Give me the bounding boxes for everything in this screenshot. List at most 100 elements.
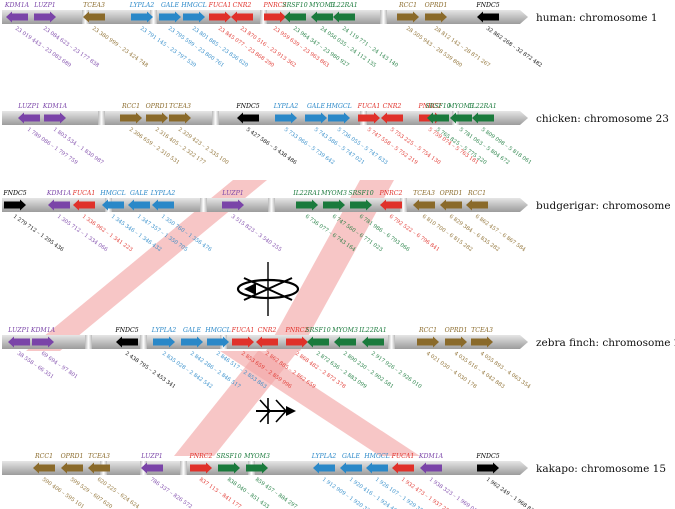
gene-label: GALE (183, 327, 202, 334)
gene-arrow (88, 462, 110, 474)
segment-break (388, 335, 395, 349)
gene-label: TCEA3 (88, 453, 110, 460)
segment-break (200, 198, 207, 212)
gene-label: LYPLA2 (273, 103, 299, 110)
gene-label: FUCA1 (208, 2, 232, 9)
gene-label: HMGCL (363, 453, 390, 460)
segment-break (180, 461, 187, 475)
gene-arrow (183, 11, 205, 23)
gene-label: KDM1A (418, 453, 444, 460)
segment-break (400, 198, 407, 212)
gene-coordinates: 1 789 086 – 1 797 759 (26, 127, 79, 167)
rotation-arrow-icon (236, 262, 300, 316)
gene-label: MYOM3 (320, 190, 347, 197)
segment-break (98, 111, 105, 125)
gene-arrow (362, 336, 384, 348)
gene-arrow (181, 336, 203, 348)
gene-label: LUZP1 (33, 2, 55, 9)
gene-label: PNRC2 (189, 453, 213, 460)
gene-label: HMGCL (99, 190, 126, 197)
gene-label: TCEA3 (83, 2, 105, 9)
gene-label: IL22RA1 (358, 327, 387, 334)
chromosome-bar (2, 111, 528, 125)
gene-arrow (146, 112, 168, 124)
gene-coordinates: 32 862 268 – 32 872 482 (485, 26, 543, 69)
gene-arrow (33, 462, 55, 474)
gene-arrow (427, 112, 449, 124)
gene-arrow (231, 11, 253, 23)
gene-label: LUZP1 (17, 103, 39, 110)
gene-label: CNR2 (233, 2, 252, 9)
gene-arrow (141, 462, 163, 474)
gene-arrow (8, 336, 30, 348)
gene-label: LUZP1 (7, 327, 29, 334)
gene-label: OPRD1 (146, 103, 169, 110)
gene-arrow (313, 462, 335, 474)
inversion-arrow-icon (256, 398, 296, 424)
gene-arrow (397, 11, 419, 23)
gene-arrow (222, 199, 244, 211)
gene-coordinates: 6 781 986 – 6 793 066 (358, 214, 411, 254)
gene-arrow (307, 336, 329, 348)
link-band-1 (26, 180, 267, 351)
gene-label: KDM1A (30, 327, 56, 334)
gene-arrow (232, 336, 254, 348)
gene-arrow (159, 11, 181, 23)
segment-break (85, 335, 92, 349)
gene-arrow (237, 112, 259, 124)
gene-arrow (246, 462, 268, 474)
gene-label: CNR2 (258, 327, 277, 334)
gene-label: FUCA1 (231, 327, 255, 334)
rearrangement-links (26, 180, 420, 456)
gene-label: KDM1A (46, 190, 72, 197)
segment-break (212, 111, 219, 125)
gene-arrow (450, 112, 472, 124)
gene-label: IL22RA1 (468, 103, 497, 110)
gene-arrow (169, 112, 191, 124)
gene-arrow (34, 11, 56, 23)
gene-coordinates: 1 279 712 – 1 295 436 (12, 214, 65, 254)
gene-label: PNRC2 (285, 327, 309, 334)
gene-arrow (392, 462, 414, 474)
gene-label: RCC1 (34, 453, 53, 460)
gene-label: MYOM3 (243, 453, 270, 460)
gene-label: PNRC2 (263, 2, 287, 9)
gene-arrow (256, 336, 278, 348)
gene-arrow (44, 112, 66, 124)
gene-label: RCC1 (121, 103, 140, 110)
gene-arrow (4, 199, 26, 211)
segment-break (150, 10, 157, 24)
gene-arrow (264, 11, 286, 23)
gene-coordinates: 786 337 – 826 572 (149, 477, 193, 509)
gene-label: RCC1 (418, 327, 437, 334)
species-label: human: chromosome 1 (536, 12, 658, 24)
gene-label: PNRC2 (418, 103, 442, 110)
gene-label: FUCA1 (72, 190, 96, 197)
gene-arrow (366, 462, 388, 474)
gene-arrow (73, 199, 95, 211)
gene-arrow (333, 11, 355, 23)
gene-arrow (358, 112, 380, 124)
gene-arrow (152, 199, 174, 211)
gene-arrow (311, 11, 333, 23)
gene-arrow (131, 11, 153, 23)
gene-label: OPRD1 (445, 327, 468, 334)
link-band-2 (266, 180, 394, 351)
gene-coordinates: 2 917 926 – 2 926 010 (370, 351, 423, 391)
gene-label: FNDC5 (235, 103, 259, 110)
gene-arrow (440, 199, 462, 211)
gene-arrow (425, 11, 447, 23)
gene-arrow (128, 199, 150, 211)
gene-arrow (328, 112, 350, 124)
gene-label: SRSF10 (425, 103, 450, 110)
gene-coordinates: 2 890 230 – 2 902 581 (342, 351, 395, 390)
gene-label: OPRD1 (440, 190, 463, 197)
gene-coordinates: 6 829 384 – 6 835 282 (448, 214, 501, 253)
gene-arrow (334, 336, 356, 348)
species-label: budgerigar: chromosome 14 (536, 200, 675, 212)
gene-label: MYOM3 (447, 103, 474, 110)
gene-arrow (381, 112, 403, 124)
